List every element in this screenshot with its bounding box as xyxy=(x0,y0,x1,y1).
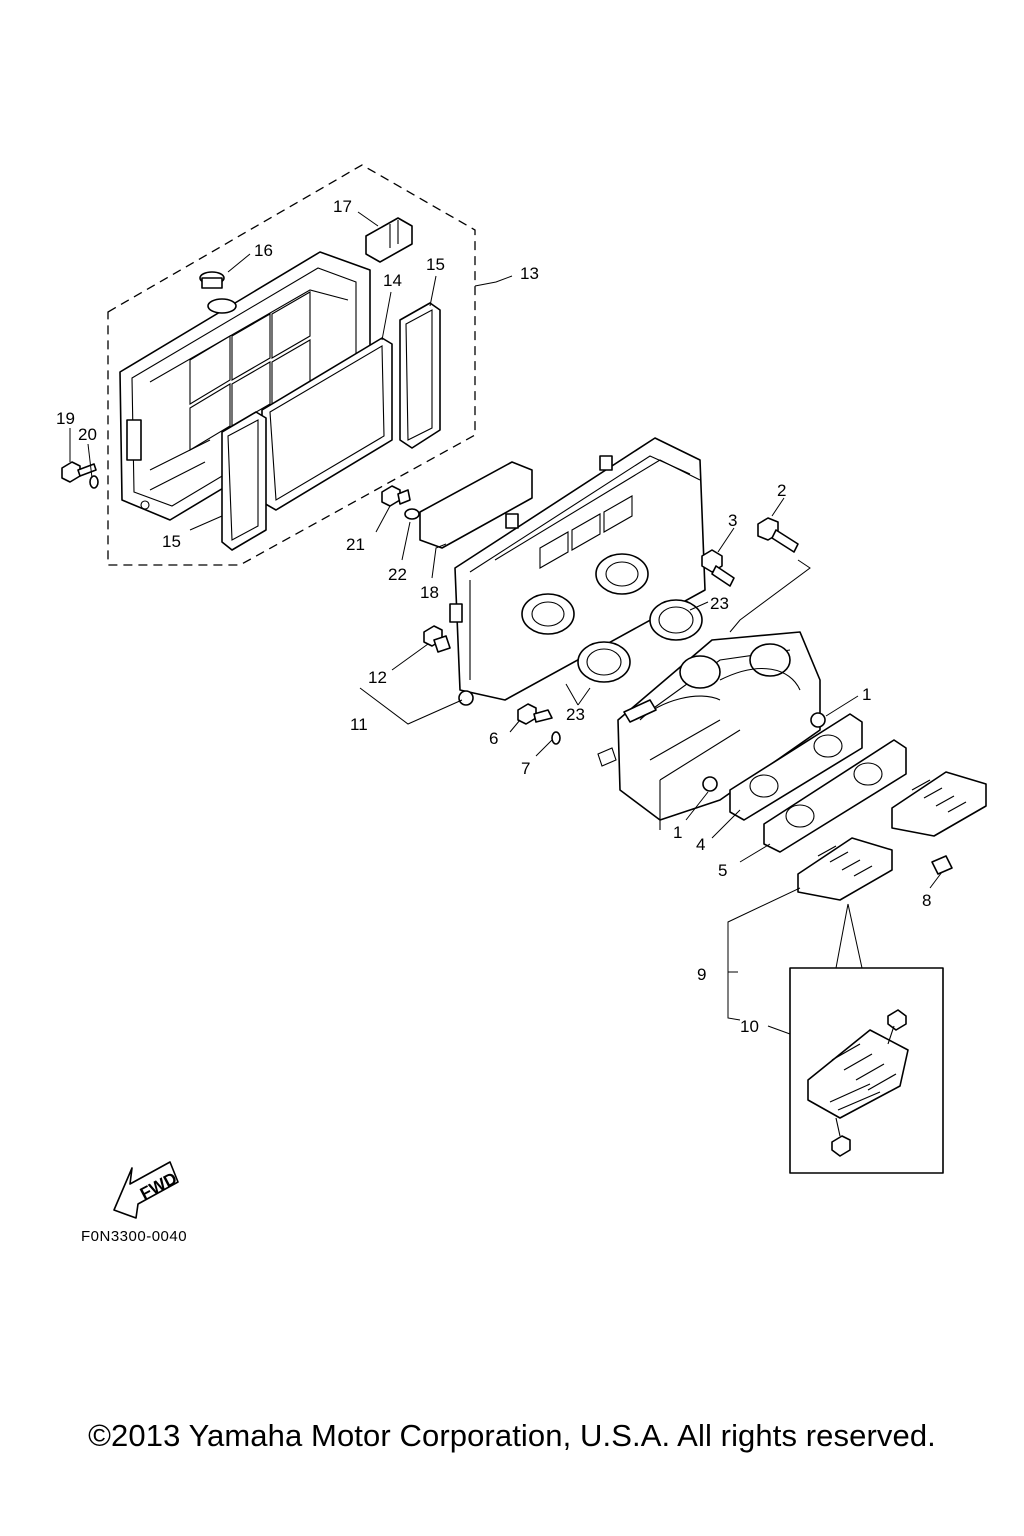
throttle-body-assembly xyxy=(597,631,821,830)
callout-11: 11 xyxy=(350,715,368,734)
gasket-5 xyxy=(763,739,907,853)
callout-23-upper: 23 xyxy=(710,594,729,613)
callout-17: 17 xyxy=(333,197,352,216)
copyright-notice: ©2013 Yamaha Motor Corporation, U.S.A. A… xyxy=(88,1418,936,1453)
callout-15-upper: 15 xyxy=(426,255,445,274)
air-filter-assembly-outline xyxy=(107,164,476,566)
callout-20: 20 xyxy=(78,425,97,444)
callout-16: 16 xyxy=(254,241,273,260)
clamp-1-upper xyxy=(810,712,826,728)
leader-lines xyxy=(69,211,943,1035)
washer-7 xyxy=(551,731,561,745)
callout-2: 2 xyxy=(777,481,786,500)
callout-4: 4 xyxy=(696,835,705,854)
callout-9: 9 xyxy=(697,965,706,984)
callout-10: 10 xyxy=(740,1017,759,1036)
bolt-2 xyxy=(757,517,799,553)
callout-22: 22 xyxy=(388,565,407,584)
drawing-code: F0N3300-0040 xyxy=(81,1228,188,1245)
washer-20 xyxy=(89,475,99,489)
reed-valve-detail-inset xyxy=(789,967,944,1174)
washer-22 xyxy=(404,508,420,520)
bolt-19 xyxy=(61,461,97,483)
gasket-15-right xyxy=(399,302,441,449)
connector-17 xyxy=(365,217,413,263)
plate-18 xyxy=(419,461,533,549)
intake-silencer-body xyxy=(449,437,706,706)
callout-15-lower: 15 xyxy=(162,532,181,551)
gasket-4 xyxy=(729,713,863,821)
gasket-15-left xyxy=(221,411,267,551)
callout-19: 19 xyxy=(56,409,75,428)
seal-ring-23-lower xyxy=(577,641,631,683)
callout-21: 21 xyxy=(346,535,365,554)
reed-valve-upper xyxy=(891,771,987,837)
breather-cap-16 xyxy=(199,271,237,314)
bolt-12 xyxy=(423,625,451,653)
bolt-6 xyxy=(517,703,553,725)
pin-8 xyxy=(931,855,953,875)
callout-8: 8 xyxy=(922,891,931,910)
clamp-1-lower xyxy=(702,776,718,792)
bolt-3 xyxy=(701,549,735,587)
callout-13: 13 xyxy=(520,264,539,283)
callout-5: 5 xyxy=(718,861,727,880)
callout-3: 3 xyxy=(728,511,737,530)
callout-18: 18 xyxy=(420,583,439,602)
callout-23-lower: 23 xyxy=(566,705,585,724)
forward-direction-arrow: FWD xyxy=(113,1161,180,1219)
callout-7: 7 xyxy=(521,759,530,778)
callout-1-upper: 1 xyxy=(862,685,871,704)
filter-case xyxy=(119,251,371,521)
callout-14: 14 xyxy=(383,271,402,290)
callout-12: 12 xyxy=(368,668,387,687)
seal-ring-23-upper xyxy=(649,599,703,641)
bolt-21 xyxy=(381,485,411,507)
callout-6: 6 xyxy=(489,729,498,748)
reed-valve-lower xyxy=(797,837,893,901)
callout-1-lower: 1 xyxy=(673,823,682,842)
